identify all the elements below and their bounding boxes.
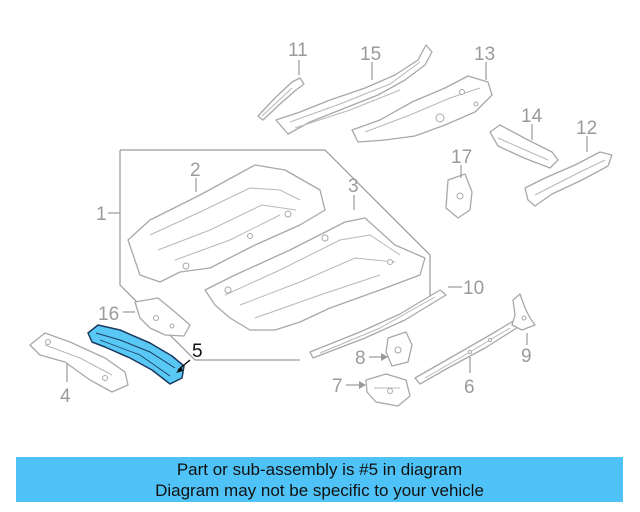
part-9-gusset: [511, 293, 536, 345]
callout-1: 1: [96, 204, 107, 225]
callout-5: 5: [192, 341, 203, 362]
callout-14: 14: [521, 106, 543, 127]
callout-10: 10: [463, 278, 484, 299]
callout-7: 7: [332, 376, 343, 397]
part-4-bracket: [29, 332, 129, 393]
part-14-bracket: [489, 124, 559, 169]
banner-line-1: Part or sub-assembly is #5 in diagram: [176, 460, 463, 479]
info-banner: Part or sub-assembly is #5 in diagram Di…: [16, 457, 623, 502]
part-10-sill-strip: [309, 286, 462, 359]
callout-12: 12: [576, 118, 597, 139]
callout-6: 6: [464, 377, 475, 398]
callout-15: 15: [360, 44, 381, 65]
part-3-rear-floor-pan: [204, 195, 426, 331]
part-16-bracket: [123, 297, 191, 337]
parts-diagram: 1 2 3 4 5 6 7 8 9 10 11 12 13 14 15 16 1…: [29, 40, 613, 407]
callout-4: 4: [60, 386, 71, 407]
part-17-bracket: [445, 165, 473, 219]
part-6-rocker-reinforcement: [414, 319, 521, 385]
callout-9: 9: [521, 346, 532, 367]
part-7-bracket: [346, 373, 411, 407]
callout-13: 13: [474, 44, 495, 65]
part-12-rear-rail: [524, 136, 613, 207]
part-15-long-rail: [275, 44, 433, 135]
part-8-plate: [369, 331, 413, 367]
part-2-front-floor-pan: [127, 164, 326, 283]
callout-8: 8: [355, 348, 366, 369]
callout-2: 2: [190, 160, 201, 181]
part-5-crossmember-highlighted: [87, 324, 191, 385]
banner-line-2: Diagram may not be specific to your vehi…: [155, 481, 484, 500]
callout-3: 3: [348, 176, 359, 197]
callout-16: 16: [98, 304, 119, 325]
part-13-side-rail: [351, 62, 493, 143]
part-11-rail: [257, 60, 305, 121]
callout-17: 17: [451, 147, 472, 168]
callout-11: 11: [288, 40, 308, 61]
